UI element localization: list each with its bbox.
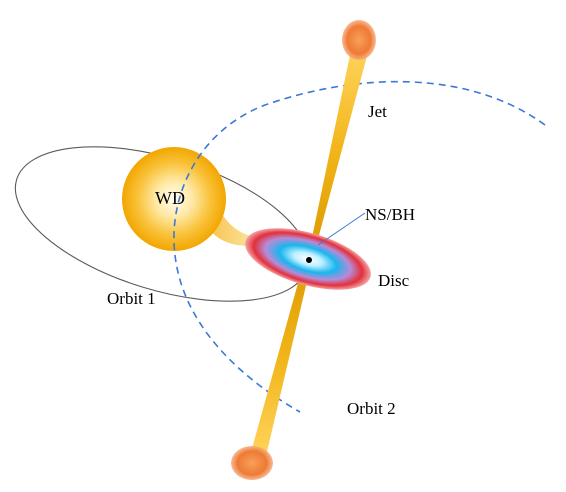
disc-label: Disc — [378, 271, 410, 290]
upper-jet — [309, 50, 367, 254]
jet-label: Jet — [368, 102, 387, 121]
lower-jet — [251, 258, 312, 456]
orbit-2-path — [173, 80, 546, 413]
orbit-2-label: Orbit 2 — [347, 399, 396, 418]
wd-label: WD — [155, 188, 185, 208]
upper-jet-blob — [342, 20, 376, 60]
orbit-1-label: Orbit 1 — [107, 289, 156, 308]
compact-object-dot — [306, 257, 312, 263]
ns-bh-label: NS/BH — [365, 205, 416, 224]
lower-jet-blob — [231, 446, 273, 480]
white-dwarf-star — [122, 147, 226, 251]
ns-bh-leader-line — [317, 212, 366, 246]
